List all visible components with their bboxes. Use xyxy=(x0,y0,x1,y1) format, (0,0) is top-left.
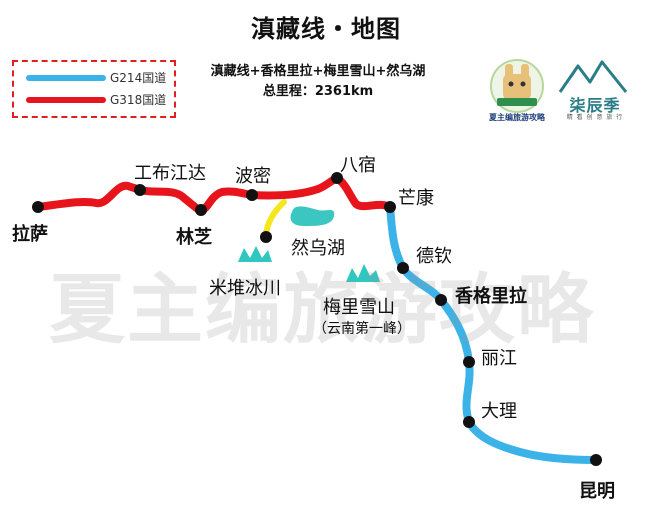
xia-logo-icon xyxy=(490,59,544,113)
marker-shangrila xyxy=(435,294,447,306)
place-kunming: 昆明 xyxy=(579,481,615,502)
legend-g318-swatch xyxy=(26,97,106,103)
marker-gongbujiangda xyxy=(134,184,146,196)
brand-name: 柒辰季 xyxy=(569,96,621,115)
place-shangrila: 香格里拉 xyxy=(455,286,527,307)
place-gongbujiangda: 工布江达 xyxy=(134,163,206,184)
legend-g214-swatch xyxy=(26,75,106,81)
brand-tagline: 精 看 创 意 旅 行 xyxy=(566,114,624,121)
place-meili: 梅里雪山 xyxy=(323,297,395,318)
marker-deqin xyxy=(397,262,409,274)
marker-linzhi xyxy=(195,204,207,216)
watermark: 夏主编旅游攻略 xyxy=(49,265,595,354)
xia-logo-caption: 夏主编旅游攻略 xyxy=(489,113,545,122)
place-bomi: 波密 xyxy=(235,166,271,187)
marker-basu xyxy=(331,172,343,184)
place-basu: 八宿 xyxy=(340,155,376,176)
place-linzhi: 林芝 xyxy=(176,227,212,248)
marker-dali xyxy=(463,416,475,428)
place-dali: 大理 xyxy=(481,401,517,422)
place-meili-note: （云南第一峰） xyxy=(313,321,411,337)
marker-lhasa xyxy=(32,201,44,213)
place-lijiang: 丽江 xyxy=(481,348,517,369)
place-midui: 米堆冰川 xyxy=(209,278,281,299)
marker-lijiang xyxy=(463,356,475,368)
marker-midui xyxy=(260,231,272,243)
place-ranwu: 然乌湖 xyxy=(291,238,345,259)
place-lhasa: 拉萨 xyxy=(12,224,48,245)
mountain-logo-icon xyxy=(558,60,628,93)
map-title: 滇藏线・地图 xyxy=(251,15,401,43)
route-markers xyxy=(32,172,602,466)
marker-bomi xyxy=(246,189,258,201)
ranwu-lake-icon xyxy=(290,206,335,226)
legend: G214国道 G318国道 xyxy=(12,60,176,118)
midui-glacier-icon xyxy=(238,246,272,262)
marker-kunming xyxy=(590,454,602,466)
meili-mountain-icon xyxy=(346,264,380,282)
place-mangkang: 芒康 xyxy=(398,188,434,209)
legend-g318-label: G318国道 xyxy=(110,93,167,107)
map-subtitle: 滇藏线+香格里拉+梅里雪山+然乌湖 xyxy=(210,64,426,79)
place-deqin: 德钦 xyxy=(416,246,452,267)
total-distance: 总里程：2361km xyxy=(262,84,374,99)
legend-g214-label: G214国道 xyxy=(110,71,167,85)
marker-mangkang xyxy=(384,201,396,213)
